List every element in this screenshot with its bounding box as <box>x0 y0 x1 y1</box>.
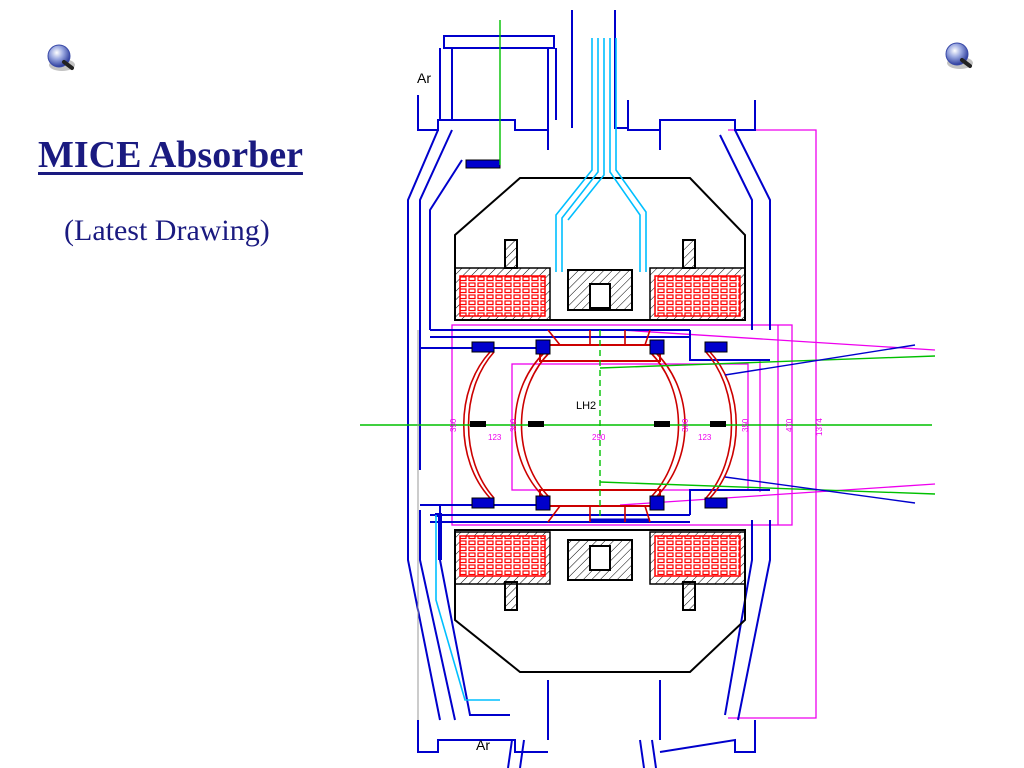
beam-envelope <box>724 344 916 504</box>
argon-label-top: Ar <box>417 70 431 86</box>
axis-markers <box>470 421 726 427</box>
slide-title: MICE Absorber <box>38 134 303 176</box>
dimension-label: 350 <box>741 418 750 432</box>
dimension-label: 123 <box>698 433 712 442</box>
dimension-labels: 350 123 300 290 300 123 350 470 1374 <box>449 418 824 442</box>
dimension-label: 300 <box>509 418 518 432</box>
magnet-coils <box>454 267 746 585</box>
dimension-label: 300 <box>681 418 690 432</box>
dimension-label: 470 <box>785 418 794 432</box>
bullet-orb-icon <box>945 42 973 69</box>
dimension-label: 1374 <box>815 418 824 436</box>
window-clamps <box>465 159 728 511</box>
fill-pipes <box>435 38 647 701</box>
dimension-label: 123 <box>488 433 502 442</box>
argon-label-bottom: Ar <box>476 737 490 753</box>
beam-lines <box>360 20 936 520</box>
absorber-body <box>454 177 746 673</box>
lh2-label: LH2 <box>576 400 596 412</box>
dimension-lines <box>451 129 936 719</box>
vacuum-vessel <box>407 10 771 768</box>
dimension-label: 350 <box>449 418 458 432</box>
slide-subtitle: (Latest Drawing) <box>64 214 270 247</box>
bullet-orb-icon <box>47 44 75 71</box>
dimension-label: 290 <box>592 433 606 442</box>
